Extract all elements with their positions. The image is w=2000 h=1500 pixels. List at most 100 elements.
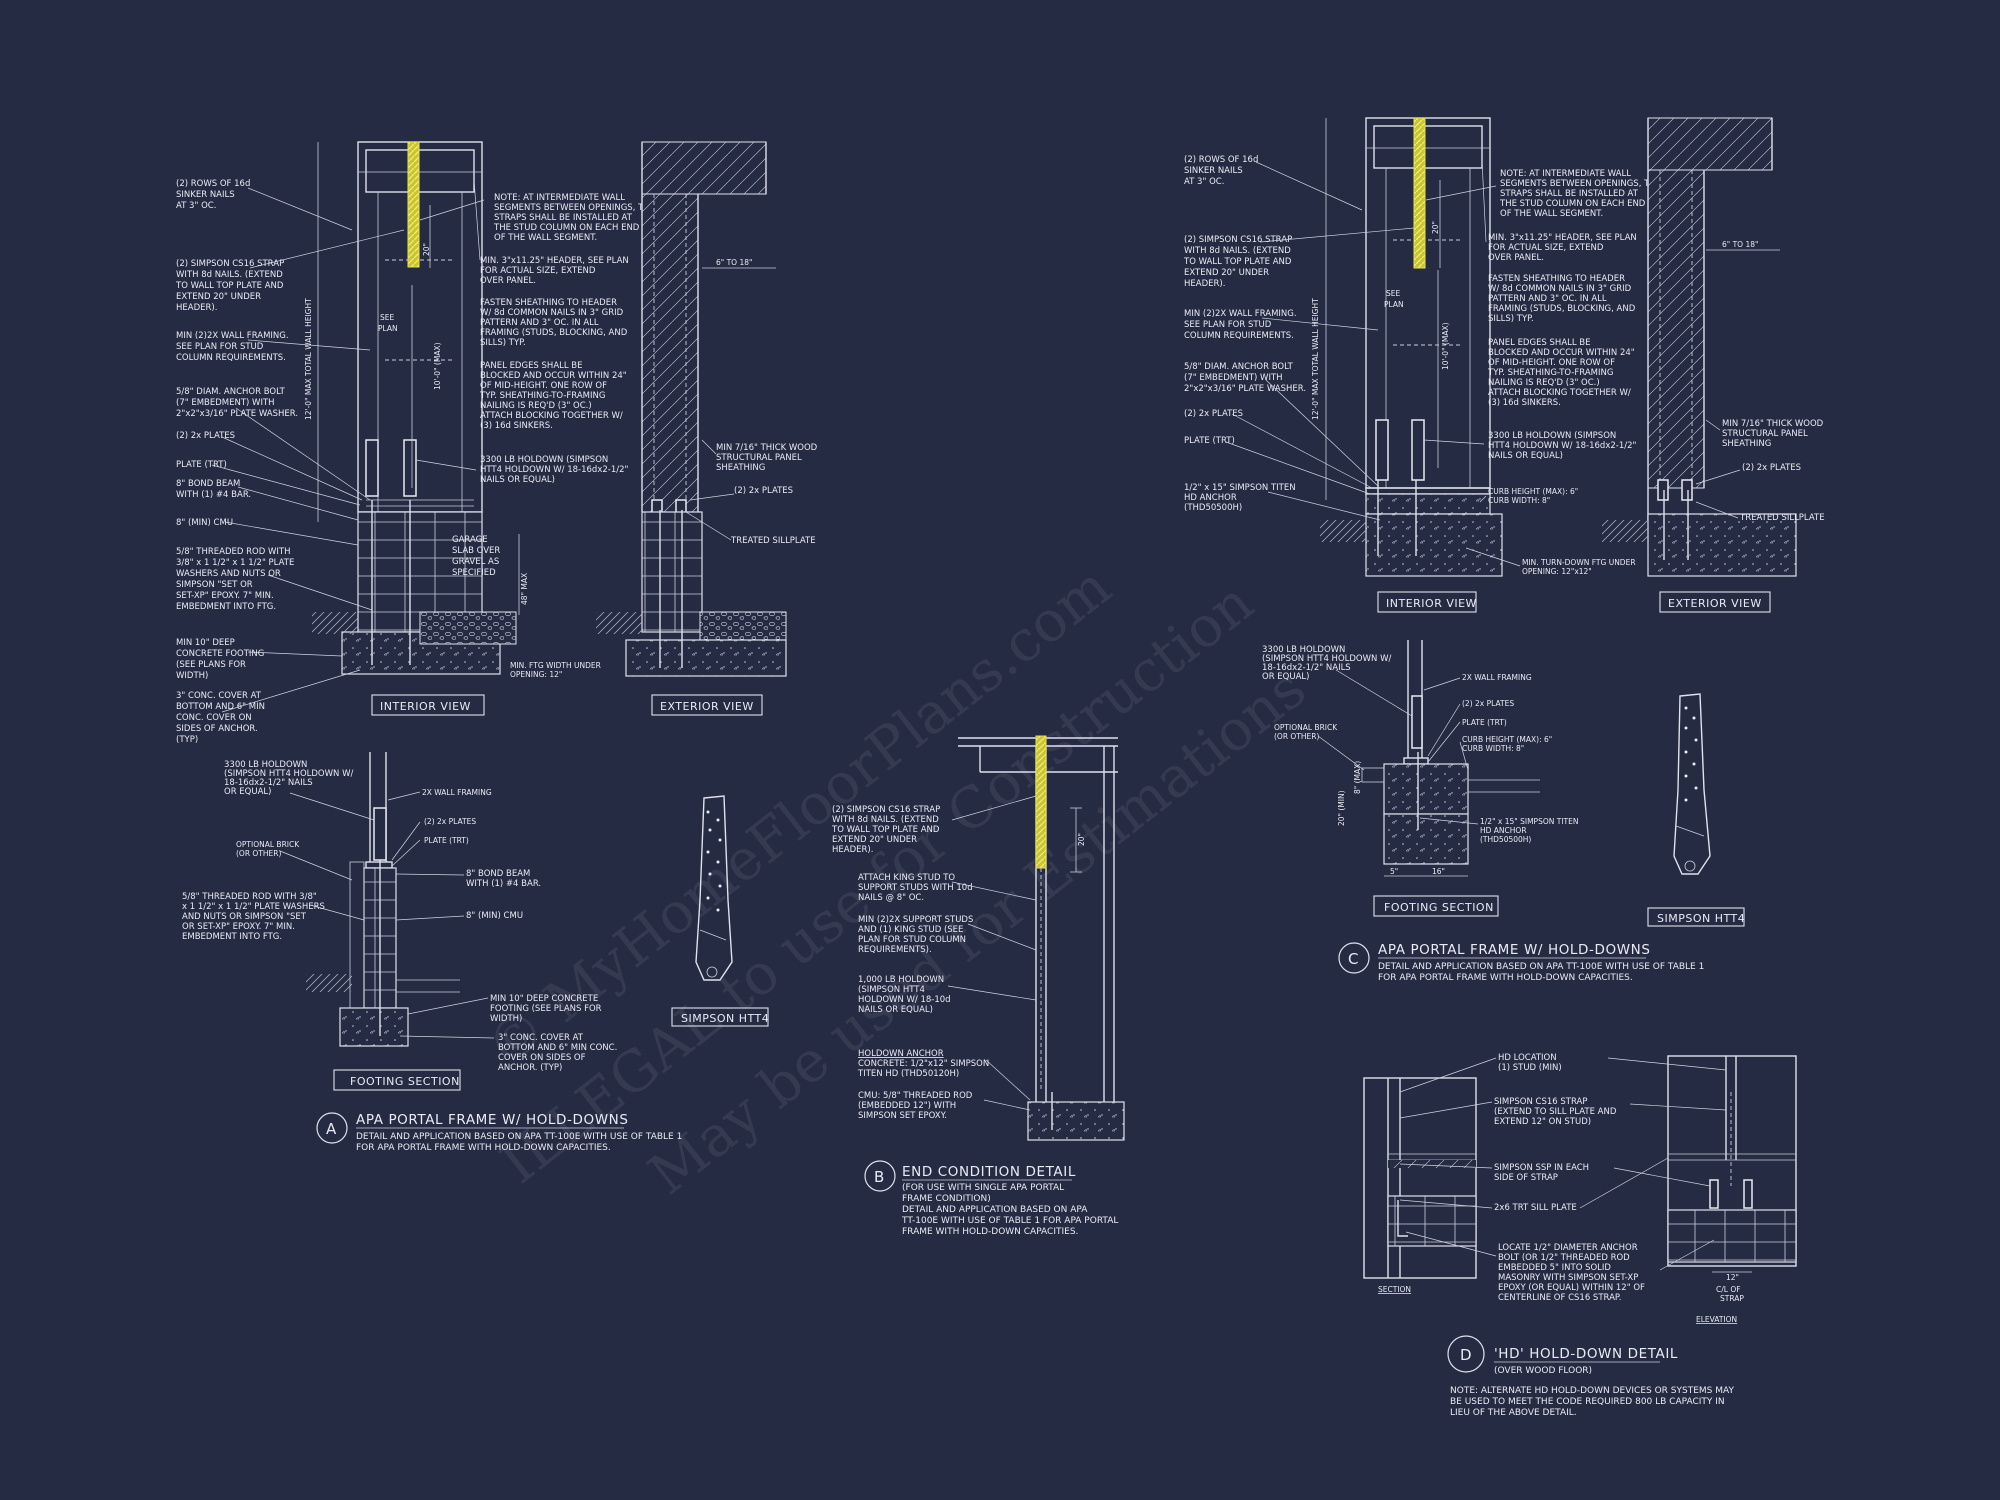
svg-text:STRAP: STRAP: [1720, 1294, 1744, 1303]
detail-c-exterior-view-label: EXTERIOR VIEW: [1668, 597, 1762, 610]
detail-a-footing-section: 3300 LB HOLDOWN(SIMPSON HTT4 HOLDOWN W/1…: [182, 752, 617, 1091]
svg-text:3300 LB HOLDOWN(SIMPSON HTT4 H: 3300 LB HOLDOWN(SIMPSON HTT4 HOLDOWN W/1…: [224, 760, 353, 797]
detail-d-title-block: D 'HD' HOLD-DOWN DETAIL (OVER WOOD FLOOR…: [1447, 1335, 1734, 1418]
detail-c-interior-view-label: INTERIOR VIEW: [1386, 597, 1477, 610]
detail-d-note-1: NOTE: ALTERNATE HD HOLD-DOWN DEVICES OR …: [1450, 1386, 1734, 1396]
svg-text:PLATE (TRT): PLATE (TRT): [424, 836, 469, 845]
cs16-strap: [407, 141, 420, 268]
svg-text:5/8" DIAM. ANCHOR BOLT(7" EMBE: 5/8" DIAM. ANCHOR BOLT(7" EMBEDMENT) WIT…: [176, 387, 298, 419]
svg-text:MIN (2)2X WALL FRAMING.SEE PLA: MIN (2)2X WALL FRAMING.SEE PLAN FOR STUD…: [176, 331, 289, 363]
svg-text:5": 5": [1390, 867, 1398, 876]
detail-d-subtitle: (OVER WOOD FLOOR): [1494, 1366, 1592, 1376]
svg-text:20" (MIN): 20" (MIN): [1337, 790, 1346, 826]
detail-b-subtitle-0b: FRAME CONDITION): [902, 1194, 991, 1204]
svg-text:PLATE (TRT): PLATE (TRT): [176, 460, 227, 470]
detail-a-interior-view-label: INTERIOR VIEW: [380, 700, 471, 713]
svg-text:(2) 2x PLATES: (2) 2x PLATES: [1462, 699, 1514, 708]
svg-text:(2) 2x PLATES: (2) 2x PLATES: [176, 431, 235, 441]
detail-d-bubble: D: [1460, 1346, 1472, 1364]
detail-b-title-block: B END CONDITION DETAIL (FOR USE WITH SIN…: [864, 1160, 1118, 1237]
detail-d-title: 'HD' HOLD-DOWN DETAIL: [1494, 1346, 1678, 1362]
detail-c-interior-view: 12'-0" MAX TOTAL WALL HEIGHT 10'-0" (MAX…: [1311, 117, 1503, 613]
svg-text:SEE: SEE: [1386, 289, 1400, 298]
detail-a-leaders: [211, 179, 485, 713]
detail-a-interior-view: 12'-0" MAX TOTAL WALL HEIGHT 10'-0" (MAX…: [304, 141, 529, 716]
detail-a-subtitle-1: DETAIL AND APPLICATION BASED ON APA TT-1…: [356, 1132, 682, 1142]
dim-20: 20": [422, 243, 431, 256]
svg-text:MIN (2)2X WALL FRAMING.SEE PLA: MIN (2)2X WALL FRAMING.SEE PLAN FOR STUD…: [1184, 309, 1297, 341]
detail-a-subtitle-2: FOR APA PORTAL FRAME WITH HOLD-DOWN CAPA…: [356, 1143, 611, 1153]
detail-c-subtitle-1: DETAIL AND APPLICATION BASED ON APA TT-1…: [1378, 962, 1704, 972]
svg-text:(2) 2x PLATES: (2) 2x PLATES: [424, 817, 476, 826]
detail-d-section-label: SECTION: [1378, 1285, 1411, 1294]
svg-text:OPTIONAL BRICK(OR OTHER): OPTIONAL BRICK(OR OTHER): [1274, 723, 1338, 741]
svg-text:CMU: 5/8" THREADED ROD(EMBEDDE: CMU: 5/8" THREADED ROD(EMBEDDED 12") WIT…: [858, 1091, 973, 1121]
detail-c-dim-total: 12'-0" MAX TOTAL WALL HEIGHT: [1311, 298, 1320, 420]
svg-text:16": 16": [1432, 867, 1445, 876]
detail-b-dim-20: 20": [1077, 833, 1086, 846]
detail-c-dim-10: 10'-0" (MAX): [1441, 322, 1450, 370]
detail-c-footing-section-label: FOOTING SECTION: [1384, 901, 1494, 914]
detail-b-subtitle-2: TT-100E WITH USE OF TABLE 1 FOR APA PORT…: [901, 1216, 1118, 1226]
dim-total-wall-height: 12'-0" MAX TOTAL WALL HEIGHT: [304, 298, 313, 420]
detail-d-elevation-label: ELEVATION: [1696, 1315, 1737, 1324]
svg-text:(2) 2x PLATES: (2) 2x PLATES: [1742, 463, 1801, 473]
svg-text:2X WALL FRAMING: 2X WALL FRAMING: [422, 788, 492, 797]
svg-text:C/L OF: C/L OF: [1716, 1285, 1741, 1294]
detail-d-hold-down: 12" C/L OF STRAP HD LOCATION(1) STUD (MI…: [1363, 1053, 1797, 1324]
detail-b-title: END CONDITION DETAIL: [902, 1164, 1076, 1180]
detail-a-title: APA PORTAL FRAME W/ HOLD-DOWNS: [356, 1112, 629, 1128]
detail-a-title-block: A APA PORTAL FRAME W/ HOLD-DOWNS DETAIL …: [316, 1112, 682, 1153]
detail-a-exterior-view-label: EXTERIOR VIEW: [660, 700, 754, 713]
svg-text:(2) 2x PLATES: (2) 2x PLATES: [734, 486, 793, 496]
see-plan-line-2: PLAN: [378, 324, 398, 333]
detail-b-bubble: B: [874, 1168, 884, 1186]
detail-c-footing-section: 20" (MIN) 8" (MAX) 5" 16" 3300 LB HOLDOW…: [1262, 640, 1578, 917]
detail-c-htt4-label: SIMPSON HTT4: [1657, 912, 1745, 925]
svg-text:12": 12": [1726, 1273, 1739, 1282]
svg-text:2x6 TRT SILL PLATE: 2x6 TRT SILL PLATE: [1494, 1203, 1577, 1213]
svg-text:(2) 2x PLATES: (2) 2x PLATES: [1184, 409, 1243, 419]
detail-c-subtitle-2: FOR APA PORTAL FRAME WITH HOLD-DOWN CAPA…: [1378, 973, 1633, 983]
svg-text:TREATED SILLPLATE: TREATED SILLPLATE: [730, 536, 816, 546]
svg-text:PLATE (TRT): PLATE (TRT): [1184, 436, 1235, 446]
svg-text:PLAN: PLAN: [1384, 300, 1404, 309]
detail-b-subtitle-1: DETAIL AND APPLICATION BASED ON APA: [902, 1205, 1088, 1215]
svg-text:CURB HEIGHT (MAX): 6"CURB WIDT: CURB HEIGHT (MAX): 6"CURB WIDTH: 8": [1488, 487, 1578, 505]
detail-a-bubble: A: [326, 1120, 337, 1138]
svg-text:OPTIONAL BRICK(OR OTHER): OPTIONAL BRICK(OR OTHER): [236, 840, 300, 858]
svg-text:6" TO 18": 6" TO 18": [1722, 240, 1758, 249]
svg-text:8" (MIN) CMU: 8" (MIN) CMU: [466, 911, 523, 921]
